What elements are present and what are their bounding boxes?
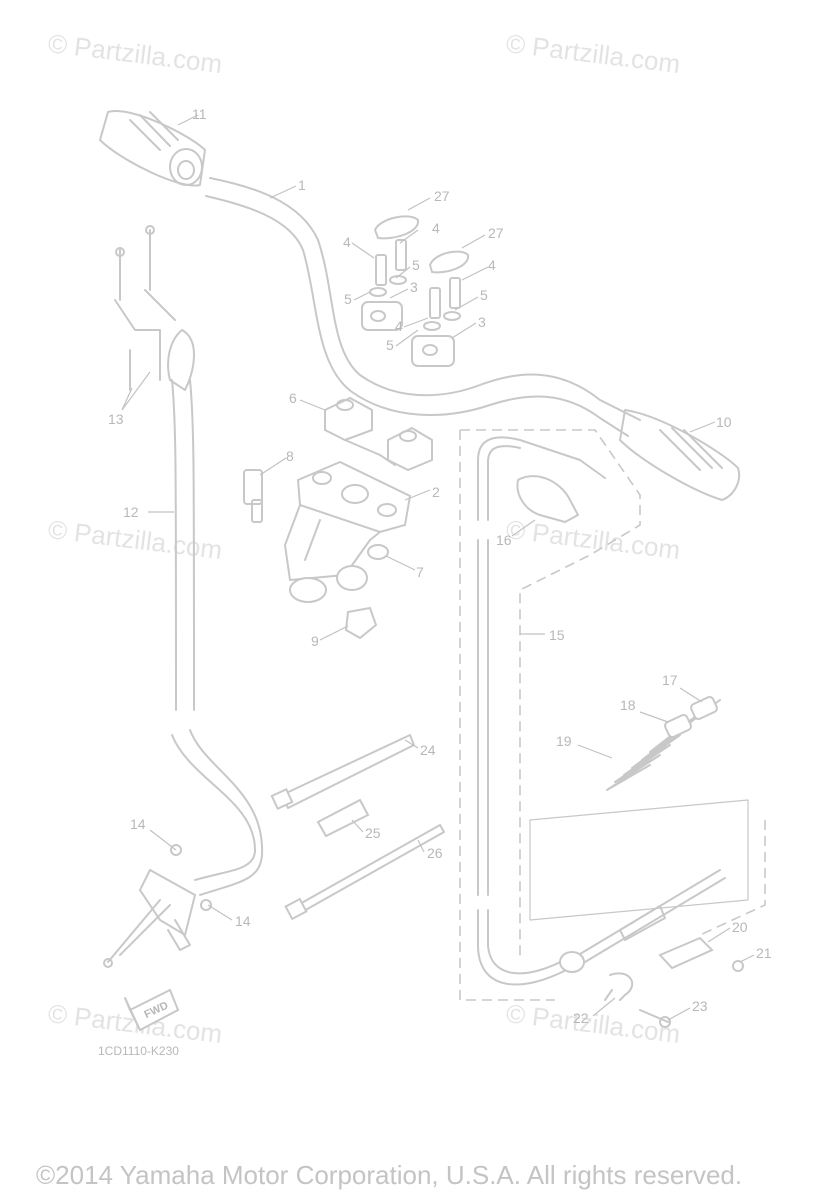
callout-26: 26 — [427, 845, 443, 861]
callout-15: 15 — [549, 627, 565, 643]
fwd-arrow-icon: FWD — [124, 988, 180, 1032]
lower-holder — [324, 396, 433, 472]
dashed-frame — [459, 429, 766, 1001]
callout-7: 7 — [416, 564, 424, 580]
callout-4: 4 — [432, 220, 440, 236]
left-grip — [99, 109, 206, 187]
upper-holder-right — [411, 277, 461, 367]
callout-4: 4 — [395, 318, 403, 334]
handlebar — [205, 177, 641, 437]
cable-ties — [270, 734, 445, 921]
callout-1: 1 — [298, 177, 306, 193]
callout-16: 16 — [496, 532, 512, 548]
leader-lines — [121, 114, 755, 1021]
callout-4: 4 — [343, 234, 351, 250]
callout-3: 3 — [478, 314, 486, 330]
callout-27: 27 — [488, 225, 504, 241]
callout-14: 14 — [130, 816, 146, 832]
throttle-fitting — [103, 844, 212, 968]
upper-holder-left — [361, 239, 407, 331]
left-throttle-cable — [114, 225, 264, 896]
callout-25: 25 — [365, 825, 381, 841]
callout-13: 13 — [108, 411, 124, 427]
callout-19: 19 — [556, 733, 572, 749]
callout-9: 9 — [311, 633, 319, 649]
holder-caps — [373, 215, 470, 274]
callout-21: 21 — [756, 945, 772, 961]
callout-11: 11 — [192, 106, 207, 122]
callout-3: 3 — [410, 279, 418, 295]
spring-assembly — [529, 695, 749, 1028]
callout-23: 23 — [692, 998, 708, 1014]
callout-8: 8 — [286, 448, 294, 464]
diagram-code: 1CD1110-K230 — [98, 1044, 179, 1058]
callout-17: 17 — [662, 672, 678, 688]
callout-5: 5 — [480, 287, 488, 303]
callout-10: 10 — [716, 414, 732, 430]
right-grip — [619, 409, 741, 501]
callout-4: 4 — [488, 257, 496, 273]
callout-24: 24 — [420, 742, 436, 758]
copyright-notice: ©2014 Yamaha Motor Corporation, U.S.A. A… — [36, 1160, 743, 1190]
callout-numbers: 1 2 3 3 4 4 4 4 5 5 5 5 6 7 8 9 10 11 12… — [108, 106, 772, 1026]
callout-18: 18 — [620, 697, 636, 713]
callout-5: 5 — [344, 291, 352, 307]
steering-bracket — [243, 460, 412, 640]
callout-27: 27 — [434, 188, 450, 204]
callout-12: 12 — [123, 504, 139, 520]
callout-5: 5 — [412, 257, 420, 273]
callout-22: 22 — [573, 1010, 589, 1026]
brake-cable — [477, 436, 606, 986]
callout-6: 6 — [289, 390, 297, 406]
callout-14: 14 — [235, 913, 251, 929]
callout-2: 2 — [432, 484, 440, 500]
callout-5: 5 — [386, 337, 394, 353]
callout-20: 20 — [732, 919, 748, 935]
